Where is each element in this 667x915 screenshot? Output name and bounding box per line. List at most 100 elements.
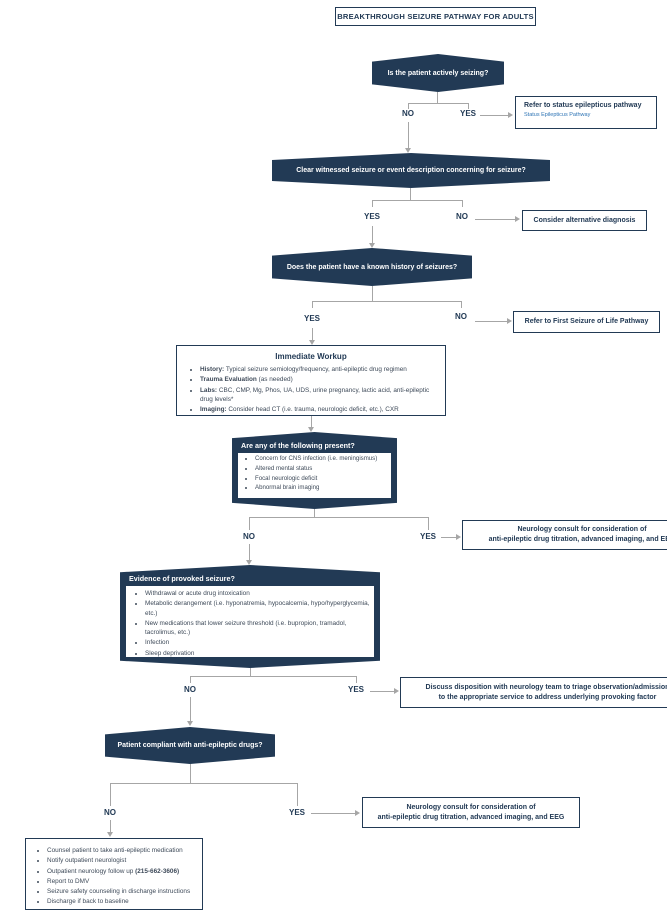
list-item: Discharge if back to baseline	[47, 897, 198, 906]
connector	[110, 783, 298, 784]
list-item: Focal neurologic deficit	[255, 475, 391, 484]
list-item: Withdrawal or acute drug intoxication	[145, 589, 370, 598]
label-yes: YES	[347, 685, 365, 694]
connector	[311, 416, 312, 427]
decision-actively-seizing: Is the patient actively seizing?	[372, 54, 504, 92]
decision-provoked-seizure: Evidence of provoked seizure? Withdrawal…	[120, 565, 380, 668]
list-item: Trauma Evaluation (as needed)	[200, 375, 437, 384]
box-immediate-workup: Immediate Workup History: Typical seizur…	[176, 345, 446, 416]
connector	[312, 301, 313, 308]
following-present-question: Are any of the following present?	[241, 441, 355, 450]
neurology-consult-line2: anti-epileptic drug titration, advanced …	[488, 536, 667, 543]
list-item: Sleep deprivation	[145, 649, 370, 658]
arrow-down-icon	[369, 243, 375, 248]
connector	[297, 783, 298, 806]
noncompliant-actions-list: Counsel patient to take anti-epileptic m…	[34, 846, 198, 907]
box-noncompliant-actions: Counsel patient to take anti-epileptic m…	[25, 838, 203, 910]
list-item: Metabolic derangement (i.e. hyponatremia…	[145, 599, 370, 618]
connector	[461, 301, 462, 308]
arrow-down-icon	[107, 832, 113, 837]
connector	[190, 676, 191, 683]
list-item: Imaging: Consider head CT (i.e. trauma, …	[200, 405, 437, 414]
refer-status-title: Refer to status epilepticus pathway	[524, 102, 642, 109]
status-epilepticus-link[interactable]: Status Epilepticus Pathway	[524, 112, 591, 118]
connector	[249, 544, 250, 560]
arrow-right-icon	[515, 216, 520, 222]
immediate-workup-title: Immediate Workup	[275, 352, 347, 361]
connector	[312, 301, 462, 302]
arrow-down-icon	[187, 721, 193, 726]
list-item: Labs: CBC, CMP, Mg, Phos, UA, UDS, urine…	[200, 386, 437, 405]
connector	[370, 691, 394, 692]
label-no: NO	[455, 312, 467, 321]
provoked-seizure-question: Evidence of provoked seizure?	[129, 574, 235, 583]
connector	[475, 321, 507, 322]
decision-following-present: Are any of the following present? Concer…	[232, 432, 397, 509]
connector	[250, 668, 251, 676]
label-no: NO	[402, 109, 414, 118]
label-no: NO	[104, 808, 116, 817]
following-present-list: Concern for CNS infection (i.e. meningis…	[242, 455, 391, 493]
arrow-down-icon	[309, 340, 315, 345]
immediate-workup-list: History: Typical seizure semiology/frequ…	[185, 365, 437, 414]
connector	[356, 676, 357, 683]
connector	[437, 92, 438, 103]
arrow-right-icon	[508, 112, 513, 118]
label-yes: YES	[288, 808, 306, 817]
provoked-seizure-panel: Withdrawal or acute drug intoxication Me…	[126, 586, 374, 657]
arrow-down-icon	[308, 427, 314, 432]
connector	[372, 226, 373, 243]
connector	[475, 219, 515, 220]
list-item: Outpatient neurology follow up (215-662-…	[47, 867, 198, 876]
list-item: Counsel patient to take anti-epileptic m…	[47, 846, 198, 855]
connector	[428, 517, 429, 530]
arrow-down-icon	[246, 560, 252, 565]
connector	[312, 328, 313, 340]
connector	[372, 286, 373, 301]
connector	[408, 103, 409, 109]
connector	[110, 783, 111, 806]
list-item: History: Typical seizure semiology/frequ…	[200, 365, 437, 374]
connector	[190, 697, 191, 721]
decision-known-history: Does the patient have a known history of…	[272, 248, 472, 286]
box-discuss-disposition: Discuss disposition with neurology team …	[400, 677, 667, 708]
box-neurology-consult-bottom: Neurology consult for consideration of a…	[362, 797, 580, 828]
list-item: Infection	[145, 638, 370, 647]
connector	[110, 820, 111, 832]
connector	[190, 764, 191, 783]
connector	[441, 537, 456, 538]
following-present-panel: Concern for CNS infection (i.e. meningis…	[238, 453, 391, 498]
decision-compliant: Patient compliant with anti-epileptic dr…	[105, 727, 275, 764]
connector	[372, 200, 373, 207]
neurology-consult-line1: Neurology consult for consideration of	[517, 526, 647, 534]
arrow-right-icon	[394, 688, 399, 694]
label-yes: YES	[419, 532, 437, 541]
neurology-consult-line2: anti-epileptic drug titration, advanced …	[377, 813, 565, 821]
list-item: Report to DMV	[47, 877, 198, 886]
connector	[249, 517, 429, 518]
list-item: New medications that lower seizure thres…	[145, 619, 370, 638]
label-yes: YES	[459, 109, 477, 118]
connector	[249, 517, 250, 530]
label-no: NO	[243, 532, 255, 541]
box-alternative-diagnosis: Consider alternative diagnosis	[522, 210, 647, 231]
label-yes: YES	[363, 212, 381, 221]
connector	[311, 813, 355, 814]
list-item: Concern for CNS infection (i.e. meningis…	[255, 455, 391, 464]
provoked-seizure-list: Withdrawal or acute drug intoxication Me…	[132, 589, 370, 658]
arrow-right-icon	[456, 534, 461, 540]
list-item: Notify outpatient neurologist	[47, 856, 198, 865]
discuss-disposition-line2: to the appropriate service to address un…	[438, 693, 657, 701]
box-first-seizure-pathway: Refer to First Seizure of Life Pathway	[513, 311, 660, 333]
arrow-right-icon	[507, 318, 512, 324]
decision-clear-witnessed: Clear witnessed seizure or event descrip…	[272, 153, 550, 188]
connector	[190, 676, 356, 677]
connector	[480, 115, 508, 116]
arrow-right-icon	[355, 810, 360, 816]
label-no: NO	[184, 685, 196, 694]
connector	[468, 103, 469, 109]
box-refer-status: Refer to status epilepticus pathway Stat…	[515, 96, 657, 129]
list-item: Abnormal brain imaging	[255, 484, 391, 493]
connector	[408, 122, 409, 148]
